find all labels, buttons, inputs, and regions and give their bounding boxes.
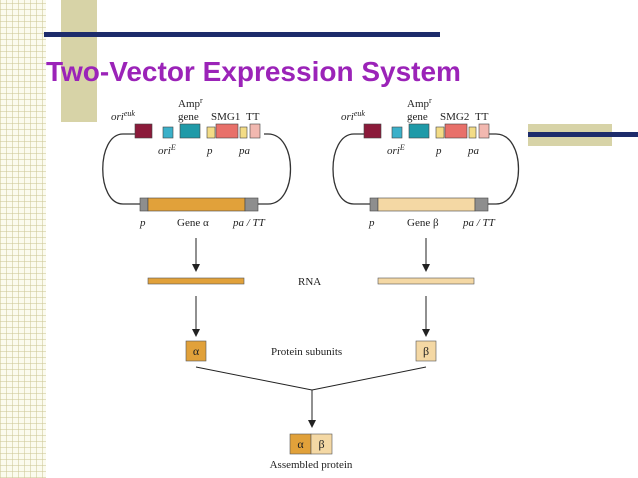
- vector-1-backbone-right: [258, 133, 292, 205]
- vector-2-smg-label: SMG2: [440, 111, 469, 123]
- vector-2-backbone-left: [332, 133, 380, 205]
- vector-2-amp-label: Ampr: [407, 96, 432, 110]
- vector-2-p-top-label: p: [435, 145, 442, 157]
- vector-1-tt-label: TT: [246, 111, 260, 123]
- vector-1-promoter-box: [139, 197, 149, 212]
- vector-2-ori-e-box: [391, 126, 403, 139]
- merge-line-alpha: [195, 366, 313, 391]
- rna-alpha-bar: [147, 277, 245, 285]
- vector-1-gene-alpha-box: [147, 197, 246, 212]
- vector-2-pa-tt-box: [474, 197, 489, 212]
- assembled-beta-box: [310, 433, 333, 455]
- vector-2: orieuk Ampr gene SMG2 TT oriE p pa p Gen…: [332, 96, 520, 229]
- vector-2-p-bottom-label: p: [368, 217, 375, 229]
- vector-1-p-top-label: p: [206, 145, 213, 157]
- beta-subunit-box: [415, 340, 437, 362]
- alpha-subunit-label: α: [193, 344, 200, 358]
- vector-1-gene-label: gene: [178, 111, 199, 123]
- protein-subunits-label: Protein subunits: [271, 346, 342, 358]
- vector-1-pa-tt-box: [244, 197, 259, 212]
- rna-beta-bar: [377, 277, 475, 285]
- vector-2-pa-box: [468, 126, 477, 139]
- vector-1-smg-label: SMG1: [211, 111, 240, 123]
- vector-1-p-box: [206, 126, 216, 139]
- vector-1-backbone-left: [102, 133, 150, 205]
- vector-1-pa-tt-label: pa / TT: [232, 217, 266, 229]
- vector-1-tt-box: [249, 123, 261, 139]
- alpha-subunit-box: [185, 340, 207, 362]
- vector-2-tt-label: TT: [475, 111, 489, 123]
- beta-subunit-label: β: [423, 344, 429, 358]
- vector-2-amp-gene-box: [408, 123, 430, 139]
- decorative-stripe-panel: [0, 0, 46, 478]
- vector-1-pa-box: [239, 126, 248, 139]
- vector-2-gene-beta-label: Gene β: [407, 217, 439, 229]
- vector-2-ori-e-label: oriE: [387, 143, 405, 157]
- title-rule: [44, 32, 440, 37]
- vector-2-pa-top-label: pa: [467, 145, 480, 157]
- assembled-protein-label: Assembled protein: [270, 459, 353, 471]
- vector-2-ori-euk-box: [363, 123, 382, 139]
- vector-2-p-box: [435, 126, 445, 139]
- vector-1-amp-gene-box: [179, 123, 201, 139]
- vector-2-gene-beta-box: [377, 197, 476, 212]
- vector-1: orieuk Ampr gene SMG1 TT oriE p pa p Gen…: [102, 96, 292, 229]
- vector-2-smg-box: [444, 123, 468, 139]
- vector-2-promoter-box: [369, 197, 379, 212]
- vector-1-smg-box: [215, 123, 239, 139]
- vector-1-gene-alpha-label: Gene α: [177, 217, 209, 229]
- merge-line-beta: [311, 366, 427, 391]
- vector-2-ori-euk-label: orieuk: [341, 109, 365, 123]
- decorative-rule-right: [528, 132, 638, 137]
- vector-1-ori-euk-box: [134, 123, 153, 139]
- vector-2-gene-label: gene: [407, 111, 428, 123]
- vector-1-amp-label: Ampr: [178, 96, 203, 110]
- vector-2-backbone-right: [488, 133, 520, 205]
- rna-label: RNA: [298, 276, 321, 288]
- assembled-beta-label: β: [318, 437, 324, 451]
- vector-1-ori-e-label: oriE: [158, 143, 176, 157]
- slide-title: Two-Vector Expression System: [46, 56, 461, 87]
- vector-1-pa-top-label: pa: [238, 145, 251, 157]
- decorative-accent-block: [61, 0, 97, 122]
- vector-1-ori-euk-label: orieuk: [111, 109, 135, 123]
- vector-2-tt-box: [478, 123, 490, 139]
- vector-1-p-bottom-label: p: [139, 217, 146, 229]
- assembled-alpha-label: α: [297, 437, 304, 451]
- vector-2-pa-tt-label: pa / TT: [462, 217, 496, 229]
- vector-1-ori-e-box: [162, 126, 174, 139]
